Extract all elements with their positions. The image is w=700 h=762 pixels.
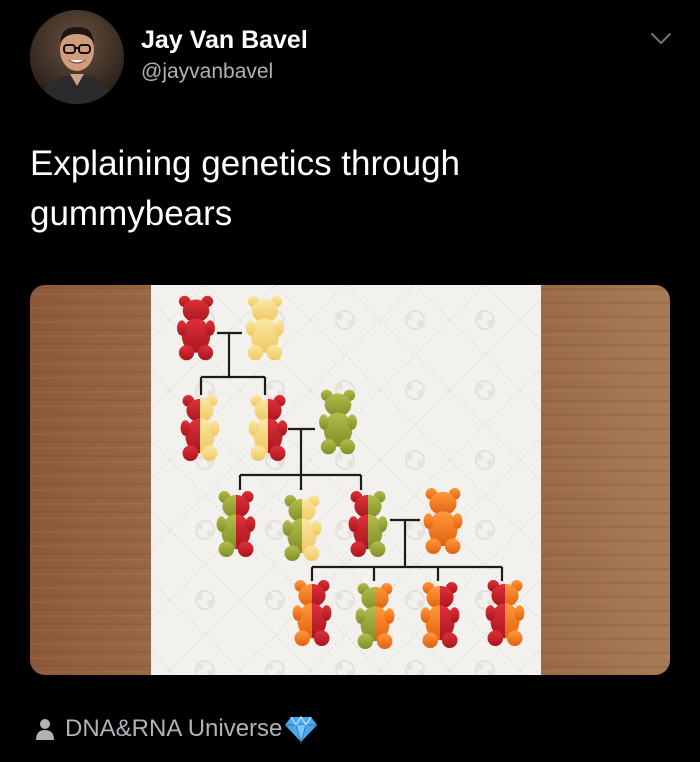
source-attribution: DNA&RNA Universe bbox=[34, 712, 318, 746]
author-name[interactable]: Jay Van Bavel bbox=[141, 26, 308, 54]
author-handle[interactable]: @jayvanbavel bbox=[141, 60, 274, 83]
tweet-text: Explaining genetics through gummybears bbox=[30, 144, 461, 233]
diamond-icon bbox=[285, 715, 318, 744]
avatar-photo bbox=[30, 10, 124, 104]
source-label[interactable]: DNA&RNA Universe bbox=[65, 715, 283, 742]
person-icon bbox=[36, 719, 54, 740]
avatar[interactable] bbox=[30, 10, 124, 104]
tweet-image[interactable] bbox=[30, 285, 670, 675]
gummy-bear-pedigree-photo bbox=[30, 285, 670, 675]
chevron-down-icon[interactable] bbox=[646, 27, 676, 51]
